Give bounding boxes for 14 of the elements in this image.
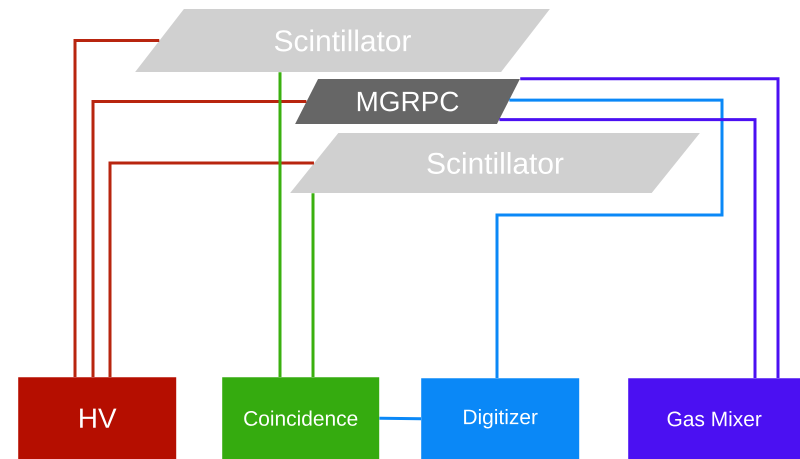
module-box: Coincidence <box>222 377 380 459</box>
connector-line <box>74 39 160 377</box>
module-box: Gas Mixer <box>628 378 800 459</box>
connector-line <box>499 118 756 378</box>
connector-line <box>379 416 422 420</box>
connector-line <box>92 100 306 377</box>
connector-line <box>108 162 314 377</box>
module-box: HV <box>18 377 176 459</box>
connector-line <box>496 98 724 378</box>
module-box: Digitizer <box>421 378 580 459</box>
connector-line <box>520 77 780 378</box>
connector-line <box>312 193 314 377</box>
detector-plate: MGRPC <box>295 79 520 124</box>
connector-line <box>278 72 282 377</box>
